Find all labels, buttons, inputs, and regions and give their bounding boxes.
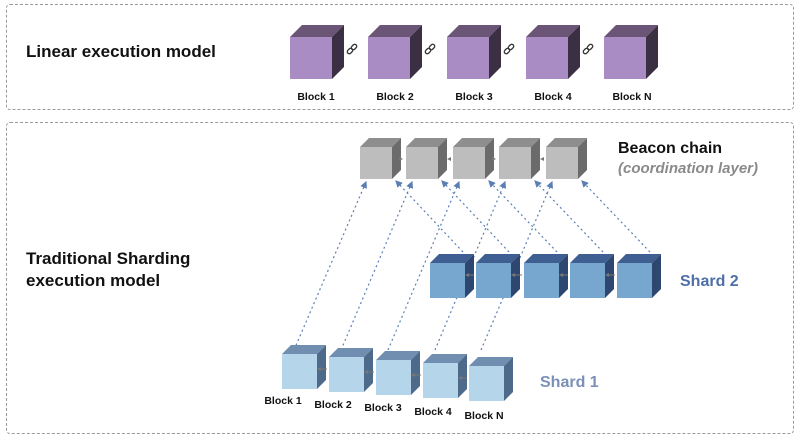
chain-link-icon [424,43,436,55]
shard1-block-cube [376,351,420,395]
sharding-model-panel [6,122,794,434]
shard1-block-cube [329,348,373,392]
shard2-to-beacon-arrow [441,180,510,253]
linear-model-panel [6,4,794,110]
shard1-block-cube [423,354,467,398]
linear-block-cube [290,25,344,79]
sharding-title-line2: execution model [26,271,161,290]
shard2-to-beacon-arrow [488,180,558,253]
shard1-to-beacon-arrow [387,180,460,351]
beacon-block-cube [453,138,494,179]
shard1-block-label: Block 1 [264,395,302,407]
chain-link-icon [582,43,594,55]
beacon-block-cube [360,138,401,179]
shard-2-label: Shard 2 [680,273,739,290]
chain-link-icon [503,43,515,55]
beacon-block-cube [546,138,587,179]
beacon-chain-label: Beacon chain [618,140,723,157]
sharding-model-title: Traditional Sharding execution model [26,248,190,292]
shard1-block-label: Block 2 [314,399,352,411]
shard2-to-beacon-arrow [395,180,464,253]
shard2-block-cube [476,254,520,298]
shard2-block-cube [570,254,614,298]
shard2-to-beacon-arrow [534,180,604,253]
linear-block-label: Block 1 [297,91,335,103]
beacon-block-cube [406,138,447,179]
sharding-title-line1: Traditional Sharding [26,249,191,268]
shard1-block-label: Block 4 [414,406,452,418]
shard-1-label: Shard 1 [540,374,599,391]
shard1-block-cube [282,345,326,389]
shard2-block-cube [430,254,474,298]
shard2-block-cube [617,254,661,298]
linear-block-label: Block 3 [455,91,493,103]
linear-model-title: Linear execution model [26,42,216,61]
shard1-to-beacon-arrow [340,180,413,351]
linear-block-cube [447,25,501,79]
shard2-block-cube [524,254,568,298]
shard1-block-label: Block N [464,410,504,422]
linear-block-label: Block N [612,91,652,103]
linear-block-cube [526,25,580,79]
shard1-block-label: Block 3 [364,402,402,414]
shard2-to-beacon-arrow [581,180,651,253]
linear-block-cube [368,25,422,79]
linear-block-label: Block 2 [376,91,414,103]
linear-block-cube [604,25,658,79]
coordination-layer-label: (coordination layer) [618,160,759,177]
beacon-block-cube [499,138,540,179]
shard1-block-cube [469,357,513,401]
linear-block-label: Block 4 [534,91,572,103]
chain-link-icon [346,43,358,55]
shard1-to-beacon-arrow [293,180,367,351]
